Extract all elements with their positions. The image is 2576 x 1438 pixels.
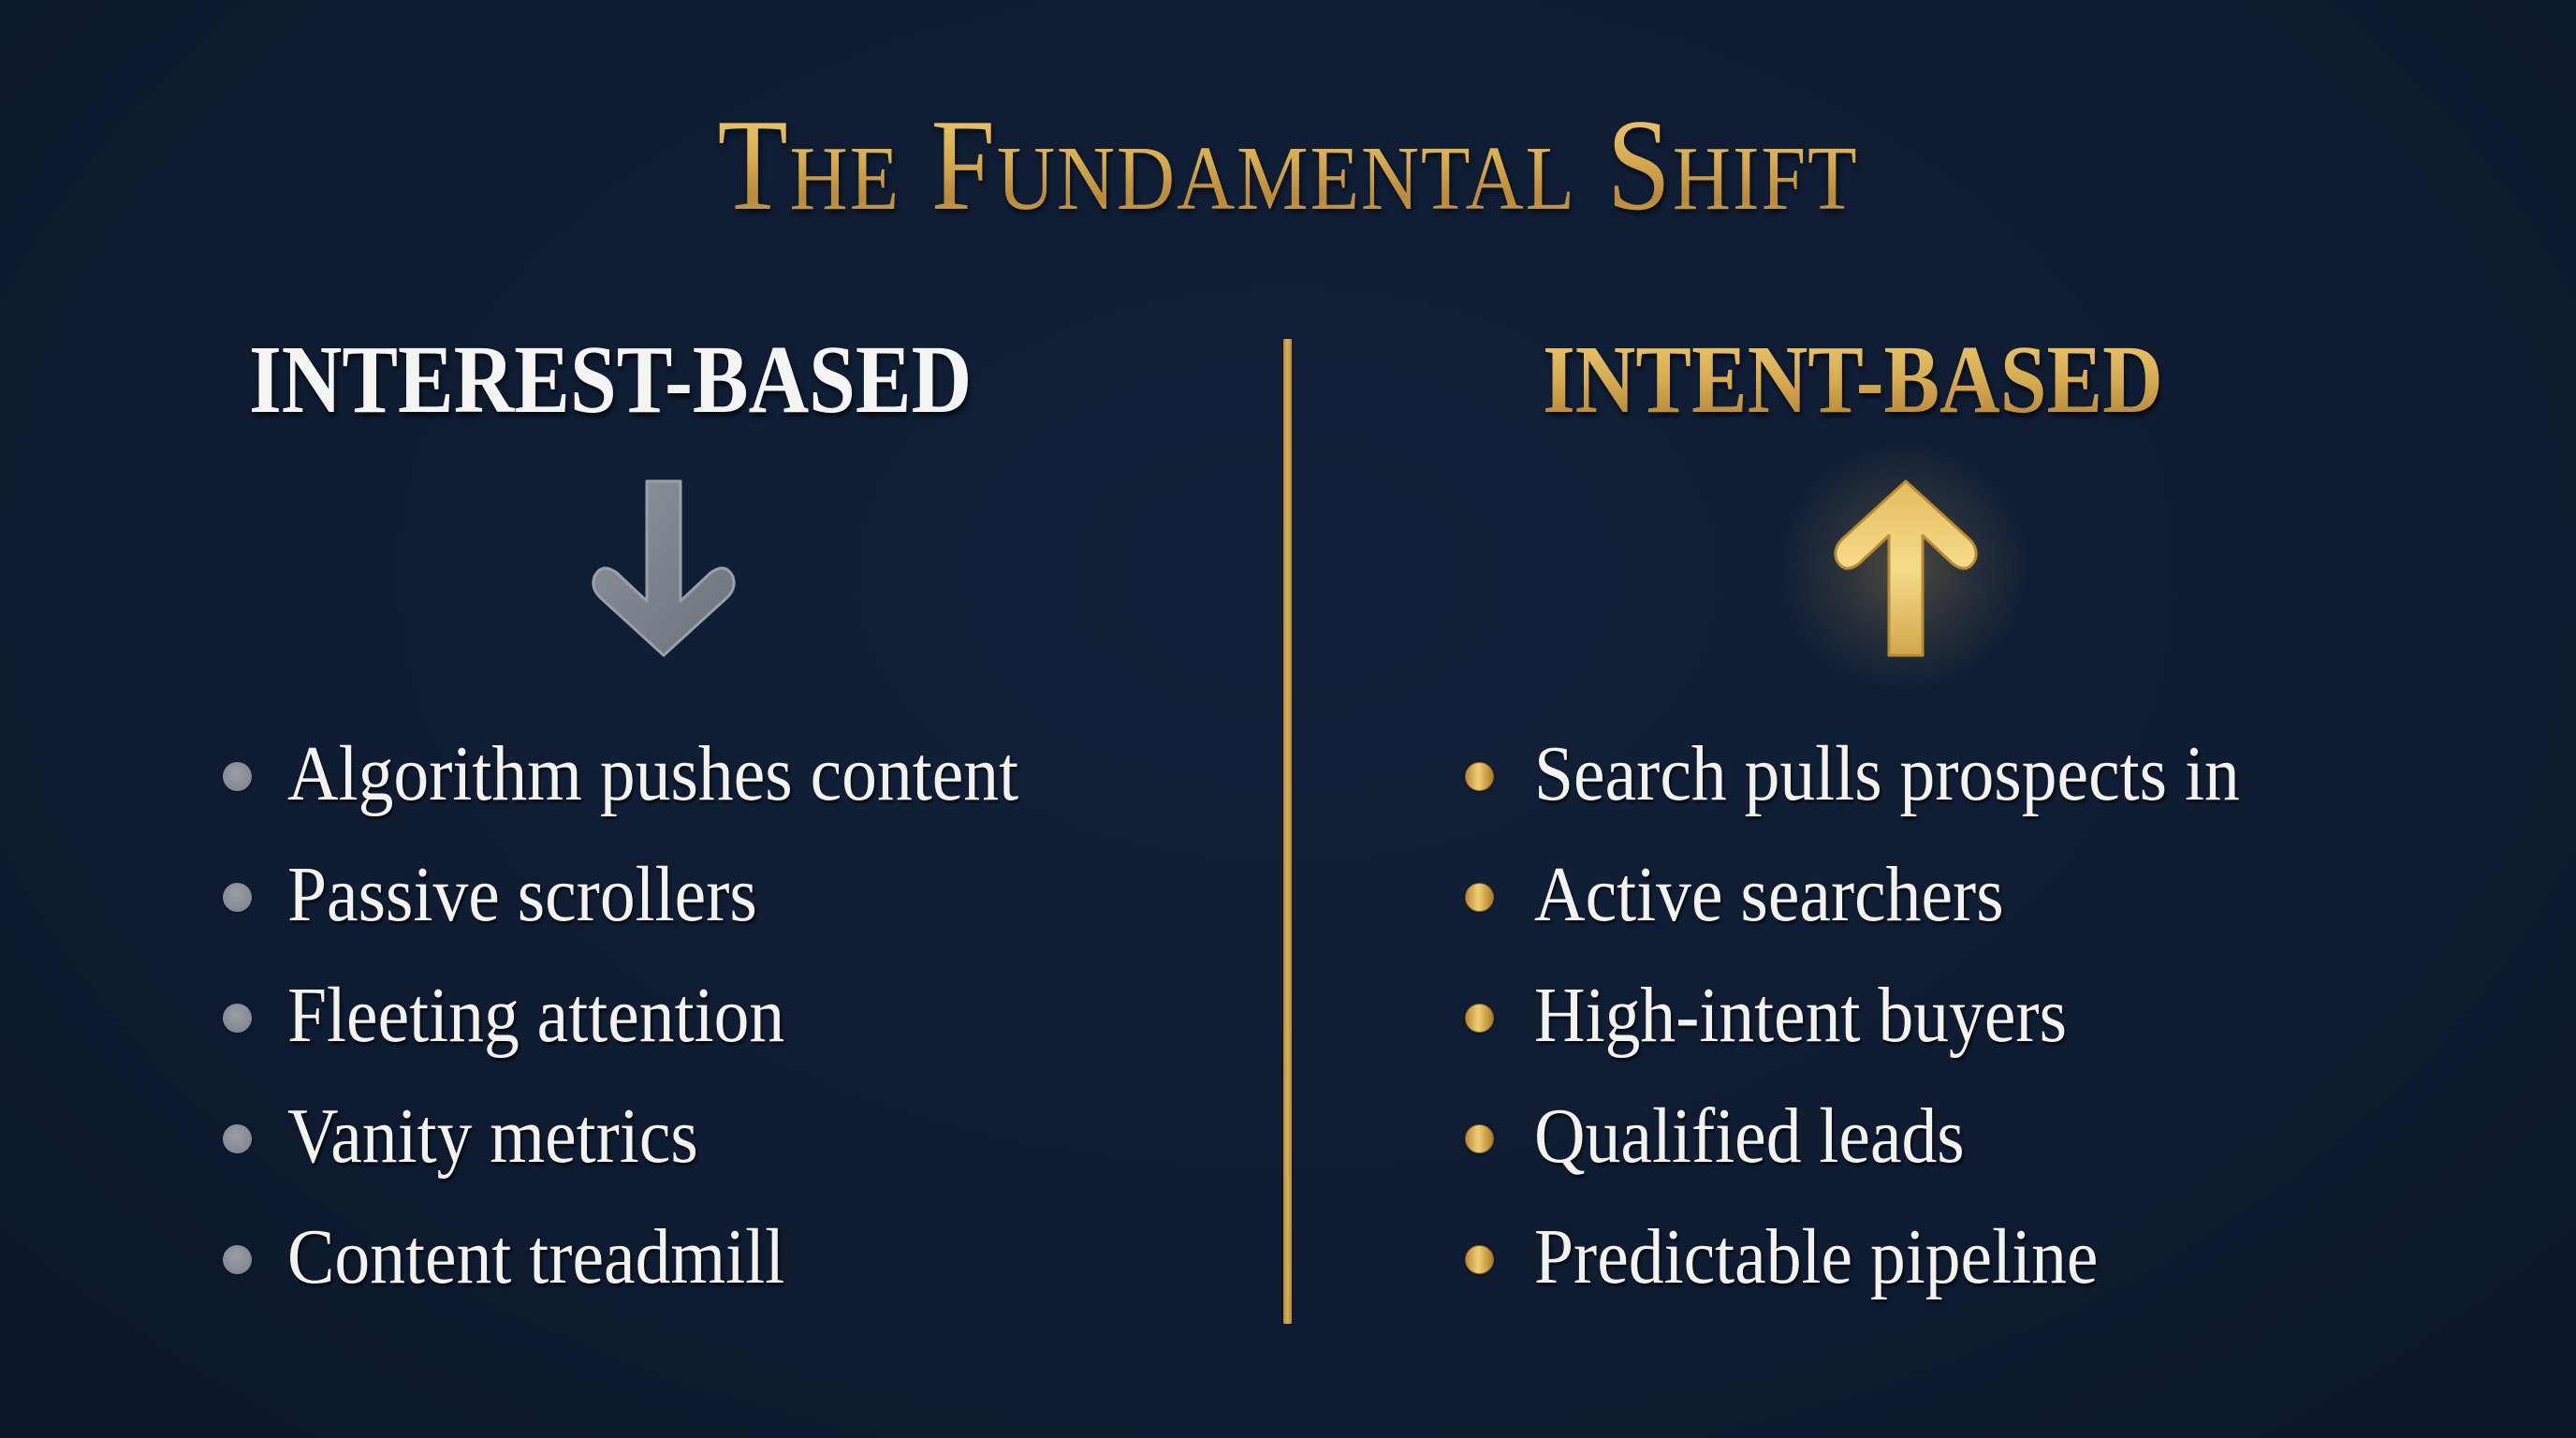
arrow-up-icon xyxy=(1834,479,1978,657)
list-item: Search pulls prospects in xyxy=(1465,713,2319,834)
list-item-label: Search pulls prospects in xyxy=(1534,729,2240,817)
column-divider xyxy=(1283,339,1292,1324)
list-item: Fleeting attention xyxy=(223,955,1100,1076)
bullet-dot-icon xyxy=(1465,1245,1494,1274)
list-item-label: Vanity metrics xyxy=(287,1092,698,1180)
interest-based-heading: INTEREST-BASED xyxy=(249,326,973,433)
list-item: High-intent buyers xyxy=(1465,955,2319,1076)
list-item-label: Algorithm pushes content xyxy=(287,729,1019,817)
list-item-label: Passive scrollers xyxy=(287,850,757,938)
list-item-label: High-intent buyers xyxy=(1534,971,2067,1059)
list-item: Active searchers xyxy=(1465,834,2319,955)
list-item-label: Active searchers xyxy=(1534,850,2004,938)
list-item: Content treadmill xyxy=(223,1196,1100,1317)
slide-title: The Fundamental Shift xyxy=(154,86,2422,245)
list-item: Algorithm pushes content xyxy=(223,713,1100,834)
bullet-dot-icon xyxy=(223,1004,252,1033)
list-item: Qualified leads xyxy=(1465,1076,2319,1196)
intent-based-heading: INTENT-BASED xyxy=(1543,324,2163,436)
list-item-label: Predictable pipeline xyxy=(1534,1212,2099,1300)
interest-based-list: Algorithm pushes content Passive scrolle… xyxy=(223,713,1100,1317)
list-item-label: Content treadmill xyxy=(287,1212,785,1300)
list-item: Passive scrollers xyxy=(223,834,1100,955)
list-item: Vanity metrics xyxy=(223,1076,1100,1196)
bullet-dot-icon xyxy=(223,1124,252,1153)
bullet-dot-icon xyxy=(223,762,252,791)
list-item: Predictable pipeline xyxy=(1465,1196,2319,1317)
bullet-dot-icon xyxy=(1465,762,1494,791)
bullet-dot-icon xyxy=(1465,1124,1494,1153)
intent-based-list: Search pulls prospects in Active searche… xyxy=(1465,713,2319,1317)
list-item-label: Qualified leads xyxy=(1534,1092,1965,1180)
list-item-label: Fleeting attention xyxy=(287,971,785,1059)
bullet-dot-icon xyxy=(1465,883,1494,912)
arrow-down-icon xyxy=(592,479,736,657)
bullet-dot-icon xyxy=(1465,1004,1494,1033)
bullet-dot-icon xyxy=(223,1245,252,1274)
bullet-dot-icon xyxy=(223,883,252,912)
